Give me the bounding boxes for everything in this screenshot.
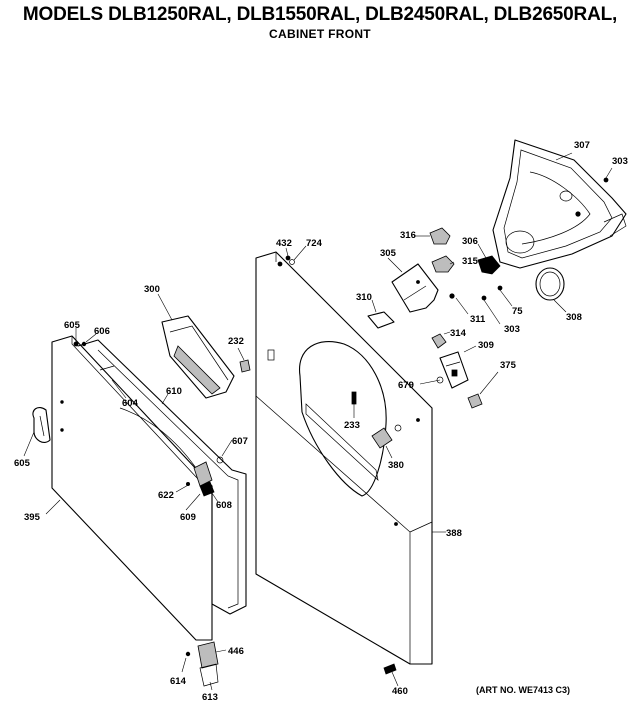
part-605-handle (32, 407, 51, 443)
part-number-labels: 307 303 316 306 305 315 310 311 75 303 3… (14, 140, 628, 703)
part-305-bracket (391, 263, 439, 313)
part-latch-assembly (185, 456, 224, 497)
part-label: 311 (470, 314, 486, 325)
part-label: 305 (380, 248, 397, 259)
part-300-drawer (161, 315, 235, 399)
part-label: 605 (14, 458, 31, 469)
part-label: 380 (388, 460, 404, 471)
part-232-clip (239, 359, 251, 373)
part-label: 609 (180, 512, 196, 523)
part-375-clip (467, 393, 483, 409)
part-label: 232 (228, 336, 244, 347)
part-610-door-frame (77, 339, 247, 615)
part-label: 395 (24, 512, 41, 523)
part-label: 233 (344, 420, 360, 431)
part-315-switch (431, 255, 455, 273)
part-label: 608 (216, 500, 232, 511)
part-label: 309 (478, 340, 494, 351)
page-subtitle: CABINET FRONT (269, 27, 371, 41)
part-label: 679 (398, 380, 414, 391)
part-label: 606 (94, 326, 110, 337)
art-number: (ART NO. WE7413 C3) (476, 685, 571, 695)
part-bottom-hinge (185, 641, 219, 687)
part-small-fasteners (73, 255, 295, 347)
leader-lines (23, 152, 613, 691)
part-label: 315 (462, 256, 479, 267)
page-title: MODELS DLB1250RAL, DLB1550RAL, DLB2450RA… (22, 4, 618, 25)
part-label: 724 (306, 238, 323, 249)
part-label: 303 (612, 156, 628, 167)
part-label: 375 (500, 360, 517, 371)
part-label: 300 (144, 284, 160, 295)
part-label: 388 (446, 528, 462, 539)
part-label: 307 (574, 140, 590, 151)
part-label: 310 (356, 292, 372, 303)
part-309-bracket (439, 351, 469, 389)
part-310-plate (367, 311, 395, 329)
part-460-screw (383, 663, 397, 675)
part-label: 432 (276, 238, 292, 249)
part-label: 306 (462, 236, 478, 247)
part-380-hinge (371, 424, 402, 449)
part-314-clip (431, 333, 447, 349)
part-679-screw (436, 376, 444, 384)
part-label: 614 (170, 676, 187, 687)
part-label: 446 (228, 646, 244, 657)
part-label: 303 (504, 324, 520, 335)
part-label: 605 (64, 320, 81, 331)
part-307-duct-housing (492, 139, 627, 269)
part-label: 604 (122, 398, 139, 409)
part-label: 622 (158, 490, 174, 501)
part-label: 316 (400, 230, 416, 241)
part-label: 314 (450, 328, 467, 339)
part-label: 308 (566, 312, 582, 323)
part-395-door-outer (51, 335, 213, 641)
part-306-clip (477, 255, 501, 275)
part-label: 613 (202, 692, 218, 703)
part-388-cabinet-front (255, 251, 433, 665)
part-233-screw (351, 391, 357, 405)
part-label: 460 (392, 686, 408, 697)
part-label: 610 (166, 386, 182, 397)
part-label: 75 (512, 306, 523, 317)
part-label: 607 (232, 436, 248, 447)
part-308-seal-ring (535, 267, 565, 301)
part-316-switch (429, 227, 451, 245)
